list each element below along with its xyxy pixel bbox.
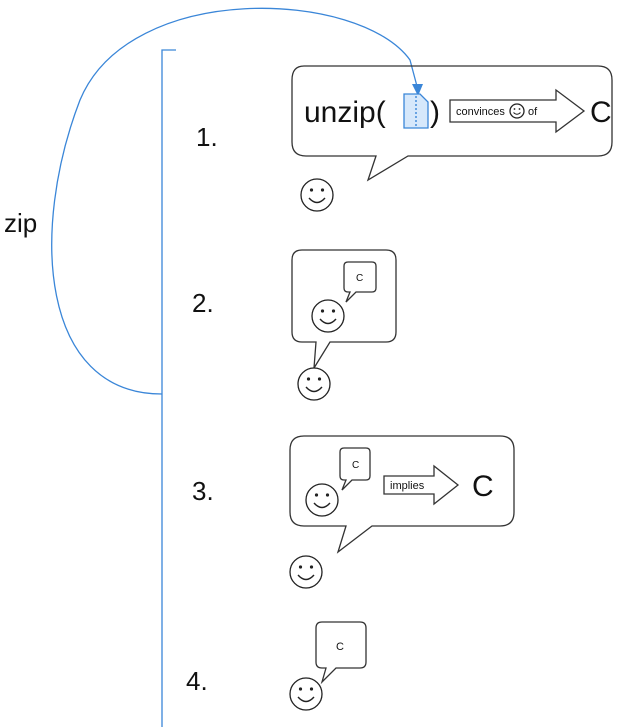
step-1-func: unzip( xyxy=(304,96,386,129)
step-1-arrow xyxy=(449,88,586,134)
step-3-speech-bubble xyxy=(289,435,515,554)
zip-loop-arrowhead xyxy=(412,84,423,96)
step-3-number: 3. xyxy=(192,476,214,506)
step-2-inner-bubble xyxy=(343,261,377,303)
step-1-result: C xyxy=(590,96,612,129)
step-2-bubble-text: C xyxy=(356,273,363,284)
step-3-inner-bubble xyxy=(339,447,371,491)
step-2-inner-smiley-icon xyxy=(311,299,345,333)
step-4-bubble-text: C xyxy=(336,641,344,653)
step-3-arrow-label: implies xyxy=(390,480,425,492)
timeline-bracket xyxy=(161,49,176,727)
zip-loop-arrow xyxy=(51,7,419,395)
step-2-smiley-icon xyxy=(297,367,331,401)
step-1-number: 1. xyxy=(196,122,218,152)
step-1-arrow-smiley-icon xyxy=(509,103,525,119)
step-3-arrow xyxy=(383,464,460,506)
zip-file-icon xyxy=(403,93,429,129)
step-1-arrow-label-of: of xyxy=(528,106,538,118)
step-4-smiley-icon xyxy=(289,677,323,711)
step-3-bubble-text: C xyxy=(352,460,359,471)
step-3-inner-smiley-icon xyxy=(305,483,339,517)
step-1-smiley-icon xyxy=(300,178,334,212)
step-1-close-paren: ) xyxy=(430,96,440,129)
step-3-result: C xyxy=(472,470,494,503)
step-1-arrow-label: convinces xyxy=(456,106,505,118)
step-3-smiley-icon xyxy=(289,555,323,589)
step-4-number: 4. xyxy=(186,666,208,696)
step-1-speech-bubble xyxy=(291,65,613,182)
zip-label: zip xyxy=(4,208,37,238)
step-2-speech-bubble xyxy=(291,249,397,369)
step-4-speech-bubble xyxy=(315,621,367,685)
step-2-number: 2. xyxy=(192,288,214,318)
